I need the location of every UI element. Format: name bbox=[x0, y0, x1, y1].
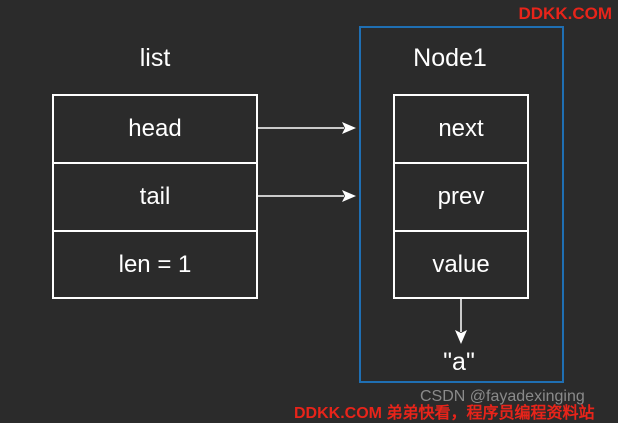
arrow-head-to-next bbox=[258, 122, 356, 134]
watermark-csdn: CSDN @fayadexinging bbox=[420, 388, 585, 405]
node-frame bbox=[359, 26, 564, 383]
value-string-a: "a" bbox=[443, 348, 475, 376]
list-field-len: len = 1 bbox=[52, 230, 258, 299]
arrow-tail-to-prev bbox=[258, 190, 356, 202]
watermark-top: DDKK.COM bbox=[518, 4, 613, 23]
list-title: list bbox=[139, 44, 171, 72]
arrow-value-to-a bbox=[455, 299, 467, 344]
node-field-value: value bbox=[393, 230, 529, 299]
node-title: Node1 bbox=[413, 44, 487, 72]
watermark-bottom: DDKK.COM 弟弟快看，程序员编程资料站 bbox=[294, 405, 595, 422]
